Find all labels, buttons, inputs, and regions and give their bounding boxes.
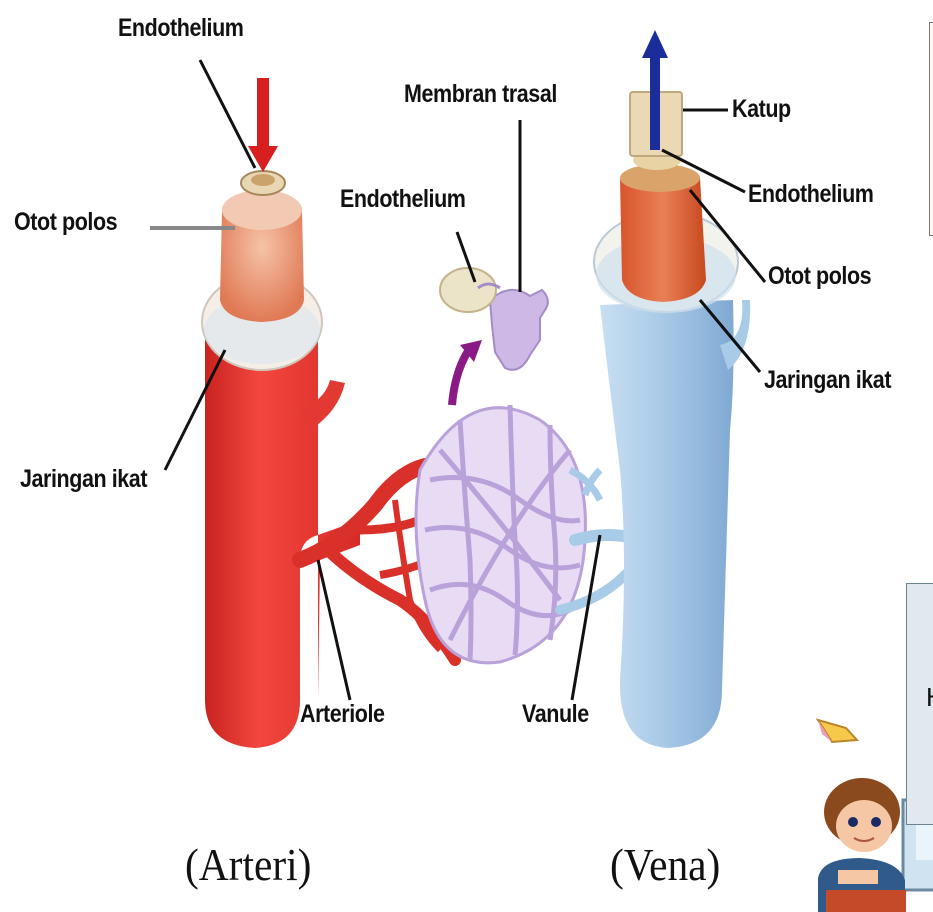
- capillary-endothelium: [440, 268, 496, 312]
- label-arteri-endothelium: Endothelium: [118, 14, 243, 43]
- arrow-in-head: [248, 146, 278, 172]
- arrow-out-head: [642, 30, 668, 58]
- vein: [594, 30, 750, 748]
- caption-arteri: (Arteri): [185, 838, 311, 891]
- arrow-in-shaft: [257, 78, 269, 148]
- vein-body: [600, 300, 734, 748]
- label-vena-jaringan-ikat: Jaringan ikat: [764, 366, 891, 395]
- label-arteriole: Arteriole: [300, 700, 385, 729]
- capillary-bed: [416, 405, 585, 663]
- caption-vena: (Vena): [610, 838, 720, 891]
- capillary-cross-section: [440, 268, 548, 405]
- label-capillary-endothelium: Endothelium: [340, 185, 465, 214]
- capillary-arrow: [452, 348, 470, 405]
- side-panel-letter: H: [926, 682, 933, 713]
- label-membran-trasal: Membran trasal: [404, 80, 557, 109]
- label-vena-otot-polos: Otot polos: [768, 262, 871, 291]
- pencil-icon: [818, 720, 857, 742]
- arrow-out-shaft: [650, 55, 660, 150]
- label-vanule: Vanule: [522, 700, 589, 729]
- label-arteri-otot-polos: Otot polos: [14, 208, 117, 237]
- artery: [202, 78, 360, 748]
- label-katup: Katup: [732, 95, 791, 124]
- side-panel-top: [929, 22, 933, 236]
- label-arteri-jaringan-ikat: Jaringan ikat: [20, 465, 147, 494]
- label-vena-endothelium: Endothelium: [748, 180, 873, 209]
